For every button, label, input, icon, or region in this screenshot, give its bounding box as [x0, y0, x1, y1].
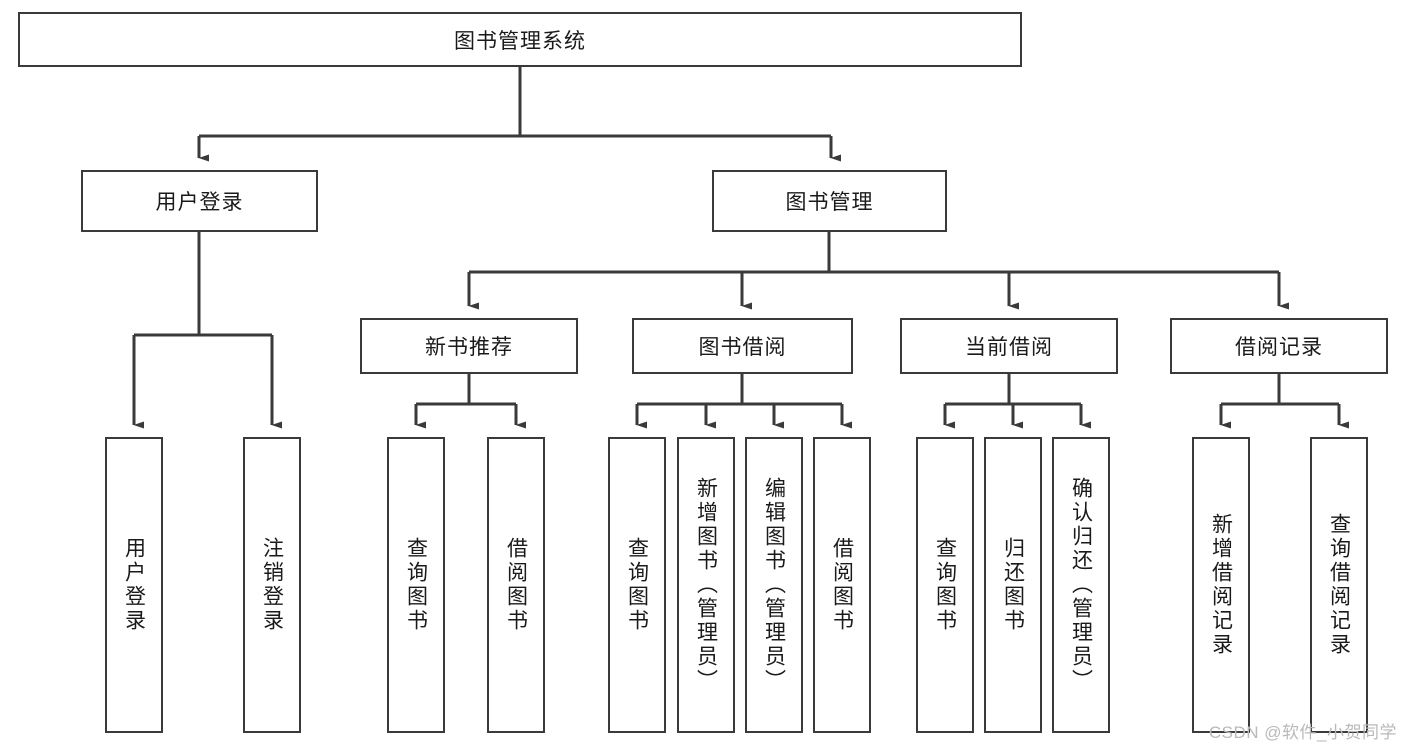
node-label: 借阅记录 — [1235, 336, 1323, 359]
edge-bookmgmt-to-level3 — [467, 232, 1289, 310]
node-current-borrow[interactable]: 当前借阅 — [900, 318, 1118, 374]
node-label: 借阅图书 — [830, 537, 854, 633]
node-label: 新书推荐 — [425, 336, 513, 359]
leaf-query-book-borrow[interactable]: 查询图书 — [608, 437, 666, 733]
node-label: 查询借阅记录 — [1327, 513, 1351, 657]
leaf-borrow-book[interactable]: 借阅图书 — [813, 437, 871, 733]
leaf-query-book-newbook[interactable]: 查询图书 — [387, 437, 445, 733]
leaf-add-book-admin[interactable]: 新增图书（管理员） — [677, 437, 735, 733]
node-label: 当前借阅 — [965, 336, 1053, 359]
leaf-user-login[interactable]: 用户登录 — [105, 437, 163, 733]
node-label: 注销登录 — [260, 537, 284, 633]
node-label: 编辑图书（管理员） — [762, 477, 786, 693]
edge-userlogin-to-leaves — [132, 232, 282, 429]
leaf-label-wrap: 注销登录 — [245, 439, 299, 731]
leaf-label-wrap: 查询借阅记录 — [1312, 439, 1366, 731]
node-label: 查询图书 — [625, 537, 649, 633]
leaf-label-wrap: 借阅图书 — [815, 439, 869, 731]
node-label: 用户登录 — [122, 537, 146, 633]
leaf-add-borrow-record[interactable]: 新增借阅记录 — [1192, 437, 1250, 733]
leaf-label-wrap: 确认归还（管理员） — [1054, 439, 1108, 731]
leaf-label-wrap: 编辑图书（管理员） — [747, 439, 801, 731]
leaf-edit-book-admin[interactable]: 编辑图书（管理员） — [745, 437, 803, 733]
leaf-label-wrap: 借阅图书 — [489, 439, 543, 731]
watermark-text: CSDN @软件_小贺同学 — [1208, 723, 1397, 742]
node-label: 归还图书 — [1001, 537, 1025, 633]
node-book-management[interactable]: 图书管理 — [712, 170, 947, 232]
leaf-label-wrap: 查询图书 — [610, 439, 664, 731]
edge-records-to-leaves — [1219, 374, 1349, 429]
edge-newbook-to-leaves — [414, 374, 526, 429]
node-label: 新增图书（管理员） — [694, 477, 718, 693]
leaf-borrow-book-newbook[interactable]: 借阅图书 — [487, 437, 545, 733]
edge-borrow-to-leaves — [635, 374, 852, 429]
node-borrow-records[interactable]: 借阅记录 — [1170, 318, 1388, 374]
node-label: 查询图书 — [404, 537, 428, 633]
node-label: 确认归还（管理员） — [1069, 477, 1093, 693]
node-label: 借阅图书 — [504, 537, 528, 633]
node-new-book-recommend[interactable]: 新书推荐 — [360, 318, 578, 374]
leaf-confirm-return-admin[interactable]: 确认归还（管理员） — [1052, 437, 1110, 733]
node-user-login[interactable]: 用户登录 — [81, 170, 318, 232]
leaf-label-wrap: 新增图书（管理员） — [679, 439, 733, 731]
leaf-query-book-current[interactable]: 查询图书 — [916, 437, 974, 733]
node-label: 图书借阅 — [698, 336, 787, 359]
edge-current-to-leaves — [943, 374, 1091, 429]
node-label: 图书管理 — [785, 191, 874, 214]
node-label: 用户登录 — [155, 191, 244, 214]
leaf-label-wrap: 新增借阅记录 — [1194, 439, 1248, 731]
edge-root-to-level2 — [197, 67, 841, 162]
leaf-user-logout[interactable]: 注销登录 — [243, 437, 301, 733]
node-label: 新增借阅记录 — [1209, 513, 1233, 657]
leaf-label-wrap: 归还图书 — [986, 439, 1040, 731]
leaf-label-wrap: 查询图书 — [918, 439, 972, 731]
leaf-query-borrow-record[interactable]: 查询借阅记录 — [1310, 437, 1368, 733]
leaf-label-wrap: 用户登录 — [107, 439, 161, 731]
node-label: 图书管理系统 — [454, 29, 586, 53]
node-label: 查询图书 — [933, 537, 957, 633]
leaf-label-wrap: 查询图书 — [389, 439, 443, 731]
leaf-return-book[interactable]: 归还图书 — [984, 437, 1042, 733]
node-root-book-management-system[interactable]: 图书管理系统 — [18, 12, 1022, 67]
node-book-borrow[interactable]: 图书借阅 — [632, 318, 853, 374]
